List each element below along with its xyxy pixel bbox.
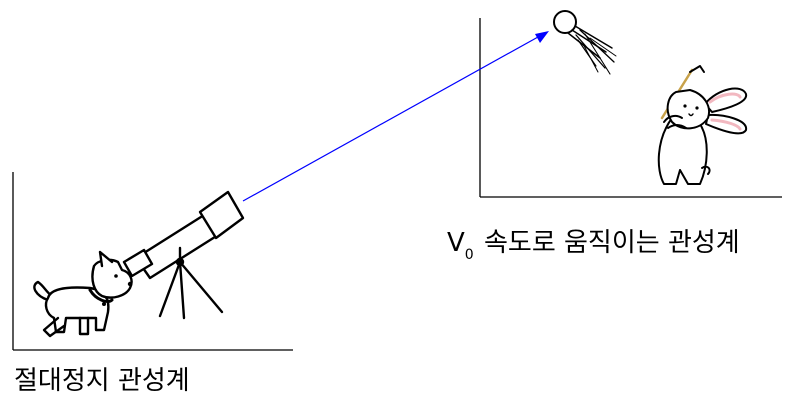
telescope-icon <box>122 190 245 320</box>
moving-frame-axes <box>479 18 782 198</box>
sight-line-arrowhead <box>535 31 549 43</box>
dog-icon <box>33 250 133 338</box>
ball-icon <box>553 10 617 75</box>
bunny-golfer-icon <box>657 65 748 185</box>
absolute-frame-label: 절대정지 관성계 <box>14 366 190 396</box>
moving-frame-label: V0 속도로 움직이는 관성계 <box>447 228 740 263</box>
moving-frame-text: 속도로 움직이는 관성계 <box>475 228 740 258</box>
velocity-symbol: V <box>447 228 465 258</box>
velocity-subscript: 0 <box>464 247 474 263</box>
absolute-frame-axes <box>12 172 293 351</box>
sight-line-arrow <box>242 31 549 202</box>
sight-line <box>242 36 539 202</box>
